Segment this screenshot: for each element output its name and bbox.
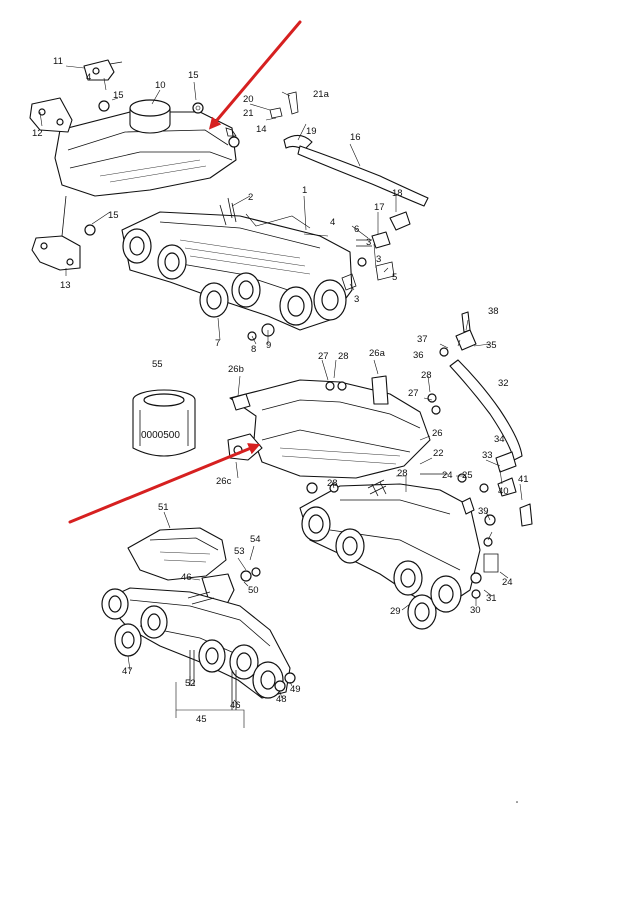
- callout: 49: [290, 684, 301, 695]
- filter-code: 0000500: [141, 430, 180, 441]
- callout: 3: [354, 294, 359, 305]
- top-bracket-left: [29, 97, 73, 133]
- callout: 31: [486, 593, 497, 604]
- callouts-top: 11 4 12 10 15 15 20 21a 21 14 19 16 15 2…: [32, 56, 403, 355]
- red-arrow-top: [208, 20, 302, 130]
- callout: 53: [234, 546, 245, 557]
- top-clamp-small: [83, 59, 123, 81]
- top-hardware: [84, 91, 429, 341]
- callout: 28: [327, 478, 338, 489]
- callout: 4: [86, 72, 91, 83]
- callout: 29: [390, 606, 401, 617]
- callout: 39: [478, 506, 489, 517]
- annotation-arrow-top: [208, 20, 302, 130]
- middle-manifold: [299, 481, 481, 630]
- upper-heat-shield: [54, 99, 237, 197]
- callout: 21a: [313, 89, 330, 100]
- annotation-arrow-middle: [68, 443, 261, 524]
- callout: 30: [470, 605, 481, 616]
- callout: 11: [53, 56, 63, 67]
- callout: 8: [251, 344, 256, 355]
- callout: 16: [350, 132, 361, 143]
- callout: 1: [302, 185, 307, 196]
- bracket-13: [31, 195, 81, 271]
- callout: 54: [250, 534, 261, 545]
- callout: 45: [196, 714, 207, 725]
- callout: 6: [354, 224, 359, 235]
- callout: 25: [462, 470, 473, 481]
- callout: 28: [421, 370, 432, 381]
- callout: 3: [366, 237, 371, 248]
- callout: 32: [498, 378, 509, 389]
- callout: 50: [248, 585, 259, 596]
- callout: 26: [432, 428, 443, 439]
- callout: 38: [488, 306, 499, 317]
- callout: 28: [397, 468, 408, 479]
- callout: 46: [230, 700, 241, 711]
- callout: 19: [306, 126, 317, 137]
- callout: 40: [498, 486, 509, 497]
- oil-filter: 0000500: [132, 389, 196, 457]
- callout: 20: [243, 94, 254, 105]
- middle-tube: [439, 311, 523, 473]
- callout: 4: [330, 217, 335, 228]
- callout: 18: [392, 188, 403, 199]
- callout: 34: [494, 434, 505, 445]
- callout: 28: [338, 351, 349, 362]
- callout: 5: [392, 272, 397, 283]
- callout: 13: [60, 280, 71, 291]
- callout: 27: [408, 388, 419, 399]
- bottom-hardware: [189, 567, 296, 710]
- top-manifold: [121, 202, 353, 331]
- callout: 15: [188, 70, 199, 81]
- callout: 55: [152, 359, 163, 370]
- callout: 12: [32, 128, 43, 139]
- callout: 24: [442, 470, 453, 481]
- callout: 15: [108, 210, 119, 221]
- callout: 26a: [369, 348, 386, 359]
- callout: 51: [158, 502, 169, 513]
- callout: 2: [248, 192, 253, 203]
- callout: 33: [482, 450, 493, 461]
- callout: 27: [318, 351, 329, 362]
- callout: 46: [181, 572, 192, 583]
- callout: 41: [518, 474, 529, 485]
- callout: 47: [122, 666, 133, 677]
- callout: 9: [266, 340, 271, 351]
- red-arrow-middle: [68, 443, 261, 524]
- callouts-bottom: 51 54 53 46 50 47 52 49 48 46 45: [122, 502, 301, 725]
- callout: 3: [376, 254, 381, 265]
- callout: 26c: [216, 476, 232, 487]
- callout: 37: [417, 334, 428, 345]
- callout: 14: [256, 124, 267, 135]
- callout: 7: [215, 338, 220, 349]
- callout: 26b: [228, 364, 244, 375]
- callout: 17: [374, 202, 385, 213]
- callout: 48: [276, 694, 287, 705]
- callout: 24: [502, 577, 513, 588]
- middle-heat-shield: [227, 379, 431, 479]
- callout: 22: [433, 448, 444, 459]
- callout: 21: [243, 108, 254, 119]
- callout: 15: [113, 90, 124, 101]
- callout: 35: [486, 340, 497, 351]
- callout: 10: [155, 80, 166, 91]
- middle-hardware: [306, 375, 533, 599]
- callout: 52: [185, 678, 196, 689]
- callouts-middle: 55 27 28 26a 26b 37 38 36 35 28 27 26 32…: [152, 306, 529, 617]
- bottom-manifold: [101, 587, 291, 699]
- leader-lines: [39, 65, 523, 728]
- callout: 36: [413, 350, 424, 361]
